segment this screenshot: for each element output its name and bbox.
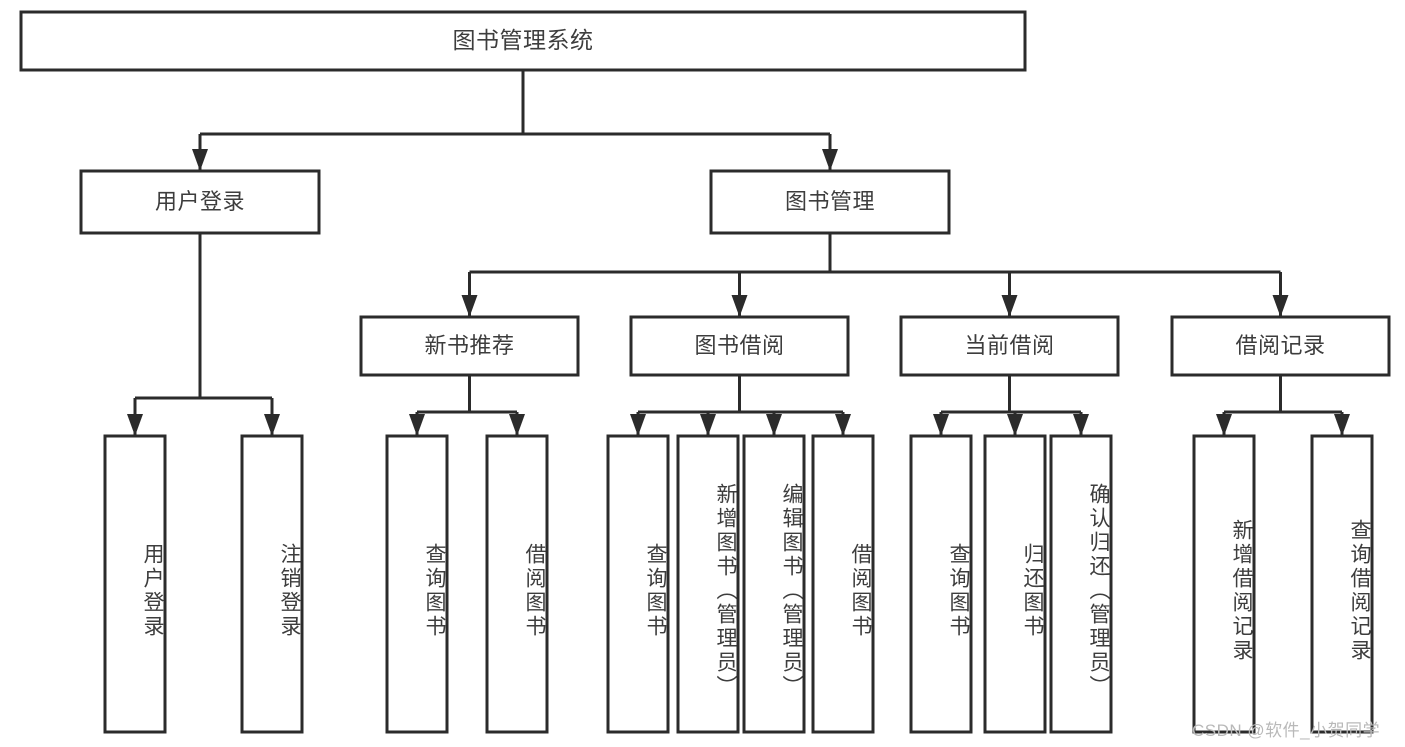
- node-l3-current-borrow[interactable]: [899, 315, 1120, 377]
- node-l3-new-book-recommend[interactable]: [359, 315, 580, 377]
- node-leaf-leaf-edit-book[interactable]: [742, 434, 806, 734]
- arrowhead-leaf-confirm-return: [1073, 414, 1089, 436]
- arrowhead-leaf-query-book-3: [933, 414, 949, 436]
- node-leaf-leaf-add-book[interactable]: [676, 434, 740, 734]
- node-l2-user-login[interactable]: [79, 169, 321, 235]
- arrowhead-book-borrow: [731, 295, 748, 317]
- arrowhead-leaf-add-record: [1216, 414, 1232, 436]
- arrowhead-user-login: [192, 149, 208, 171]
- node-leaf-leaf-user-logout[interactable]: [240, 434, 304, 734]
- node-l2-book-manage[interactable]: [709, 169, 951, 235]
- node-leaf-leaf-query-book-1[interactable]: [385, 434, 449, 734]
- node-leaf-leaf-query-book-2[interactable]: [606, 434, 670, 734]
- arrowhead-leaf-borrow-book-1: [509, 414, 525, 436]
- arrowhead-book-manage: [822, 149, 838, 171]
- node-root-root[interactable]: [19, 10, 1027, 72]
- arrowhead-leaf-query-book-1: [409, 414, 425, 436]
- arrowhead-leaf-borrow-book-2: [835, 414, 851, 436]
- node-leaf-leaf-borrow-book-2[interactable]: [811, 434, 875, 734]
- node-leaf-leaf-borrow-book-1[interactable]: [485, 434, 549, 734]
- arrowhead-new-book-recommend: [461, 295, 478, 317]
- node-leaf-leaf-user-login[interactable]: [103, 434, 167, 734]
- arrowhead-leaf-query-book-2: [630, 414, 646, 436]
- node-leaf-leaf-confirm-return[interactable]: [1049, 434, 1113, 734]
- node-leaf-leaf-return-book[interactable]: [983, 434, 1047, 734]
- csdn-watermark: CSDN @软件_小贺同学: [1192, 721, 1381, 740]
- node-leaf-leaf-query-record[interactable]: [1310, 434, 1374, 734]
- node-rectangles: [19, 10, 1391, 734]
- node-l3-book-borrow[interactable]: [629, 315, 850, 377]
- arrowhead-current-borrow: [1001, 295, 1018, 317]
- arrowhead-leaf-user-logout: [264, 414, 280, 436]
- arrowhead-leaf-user-login: [127, 414, 143, 436]
- arrowhead-leaf-return-book: [1007, 414, 1023, 436]
- node-l3-borrow-record[interactable]: [1170, 315, 1391, 377]
- arrowhead-leaf-add-book: [700, 414, 716, 436]
- node-leaf-leaf-query-book-3[interactable]: [909, 434, 973, 734]
- arrowhead-leaf-query-record: [1334, 414, 1350, 436]
- arrowhead-borrow-record: [1272, 295, 1289, 317]
- arrowhead-leaf-edit-book: [766, 414, 782, 436]
- node-leaf-leaf-add-record[interactable]: [1192, 434, 1256, 734]
- connector-edges: [127, 70, 1350, 436]
